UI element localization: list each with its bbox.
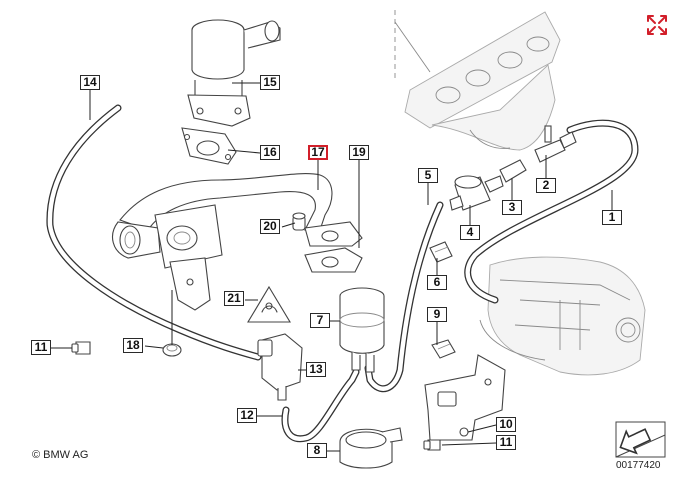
canister-illustration (339, 287, 385, 373)
warning-label-illustration (247, 285, 291, 323)
bracket-illustration (424, 354, 506, 441)
exhaust-manifold-illustration (394, 10, 561, 151)
callout-8[interactable]: 8 (307, 443, 327, 458)
callout-20[interactable]: 20 (260, 219, 280, 234)
clip-6-illustration (429, 241, 453, 263)
copyright-text: © BMW AG (32, 449, 89, 461)
combi-valve-pipe-illustration (112, 173, 363, 311)
callout-6[interactable]: 6 (427, 275, 447, 290)
fitting-illustration (292, 212, 306, 231)
air-valve-illustration (187, 19, 281, 127)
corner-arrow-icon (615, 421, 666, 458)
intake-manifold-illustration (479, 256, 646, 376)
callout-2[interactable]: 2 (536, 178, 556, 193)
callout-1[interactable]: 1 (602, 210, 622, 225)
callout-14[interactable]: 14 (80, 75, 100, 90)
callout-3[interactable]: 3 (502, 200, 522, 215)
callout-9[interactable]: 9 (427, 307, 447, 322)
grommet-illustration (162, 343, 182, 357)
callout-18[interactable]: 18 (123, 338, 143, 353)
expand-arrows-icon[interactable] (644, 12, 670, 38)
callout-7[interactable]: 7 (310, 313, 330, 328)
callout-12[interactable]: 12 (237, 408, 257, 423)
callout-17[interactable]: 17 (308, 145, 328, 160)
solenoid-valve-illustration (257, 333, 303, 401)
callout-4[interactable]: 4 (460, 225, 480, 240)
callout-11-right[interactable]: 11 (496, 435, 516, 450)
filter-illustration (449, 175, 504, 211)
gasket-19-illustration (304, 247, 363, 273)
gasket-illustration (181, 127, 237, 165)
clamp-illustration (339, 427, 403, 469)
callout-5[interactable]: 5 (418, 168, 438, 183)
callout-15[interactable]: 15 (260, 75, 280, 90)
callout-21[interactable]: 21 (224, 291, 244, 306)
diagram-reference-number: 00177420 (616, 460, 661, 471)
bolt-illustration (71, 341, 441, 451)
hose-lines (46, 104, 639, 443)
callout-13[interactable]: 13 (306, 362, 326, 377)
callout-10[interactable]: 10 (496, 417, 516, 432)
t-piece-illustration (499, 125, 577, 183)
callout-11-left[interactable]: 11 (31, 340, 51, 355)
clip-9-illustration (431, 339, 456, 359)
callout-19[interactable]: 19 (349, 145, 369, 160)
leader-lines (51, 82, 613, 452)
callout-16[interactable]: 16 (260, 145, 280, 160)
